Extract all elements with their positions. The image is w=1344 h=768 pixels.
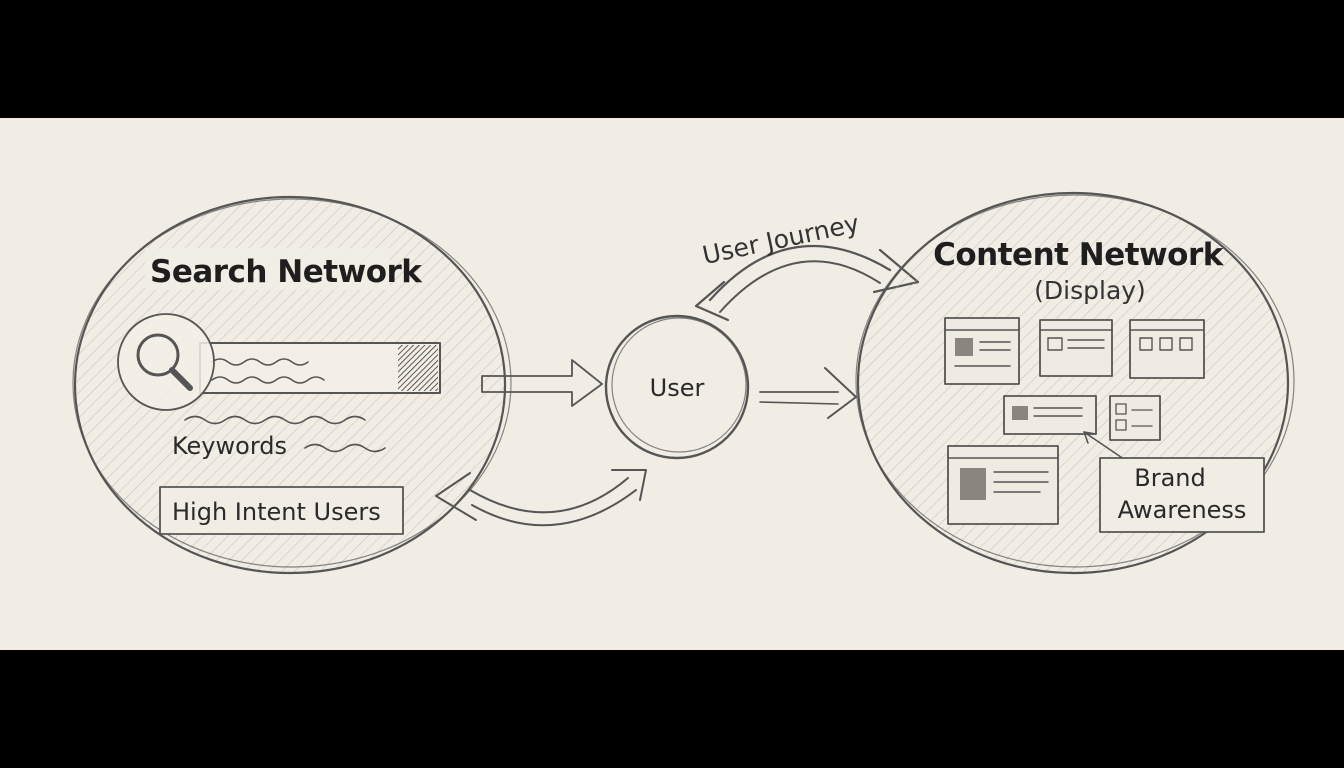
user-label: User: [650, 374, 705, 402]
search-network-region: Search Network Keywords: [72, 195, 512, 575]
magnifier-icon: [117, 313, 215, 411]
high-intent-users-box: High Intent Users: [159, 486, 404, 535]
keywords-label: Keywords: [172, 432, 287, 460]
arrow-return-loop: [435, 469, 647, 527]
content-network-region: Content Network (Display): [855, 191, 1295, 575]
brand-awareness-box: Brand Awareness: [1099, 457, 1265, 533]
arrow-search-to-user: [481, 359, 603, 407]
browser-window-icon: [1039, 319, 1113, 377]
high-intent-users-label: High Intent Users: [172, 498, 381, 526]
arrow-user-to-content: [759, 367, 857, 419]
search-bar: [199, 342, 441, 394]
user-node: User: [604, 314, 750, 460]
browser-window-icon: [944, 317, 1020, 385]
content-network-subtitle: (Display): [1034, 276, 1146, 305]
search-network-title: Search Network: [150, 254, 423, 290]
browser-window-icon: [1109, 395, 1161, 441]
brand-awareness-line2: Awareness: [1118, 496, 1247, 524]
browser-window-icon: [947, 445, 1059, 525]
browser-window-icon: [1003, 395, 1097, 435]
user-journey-label: User Journey: [700, 209, 862, 271]
brand-awareness-line1: Brand: [1134, 464, 1205, 492]
browser-window-icon: [1129, 319, 1205, 379]
content-network-title: Content Network: [933, 237, 1225, 273]
